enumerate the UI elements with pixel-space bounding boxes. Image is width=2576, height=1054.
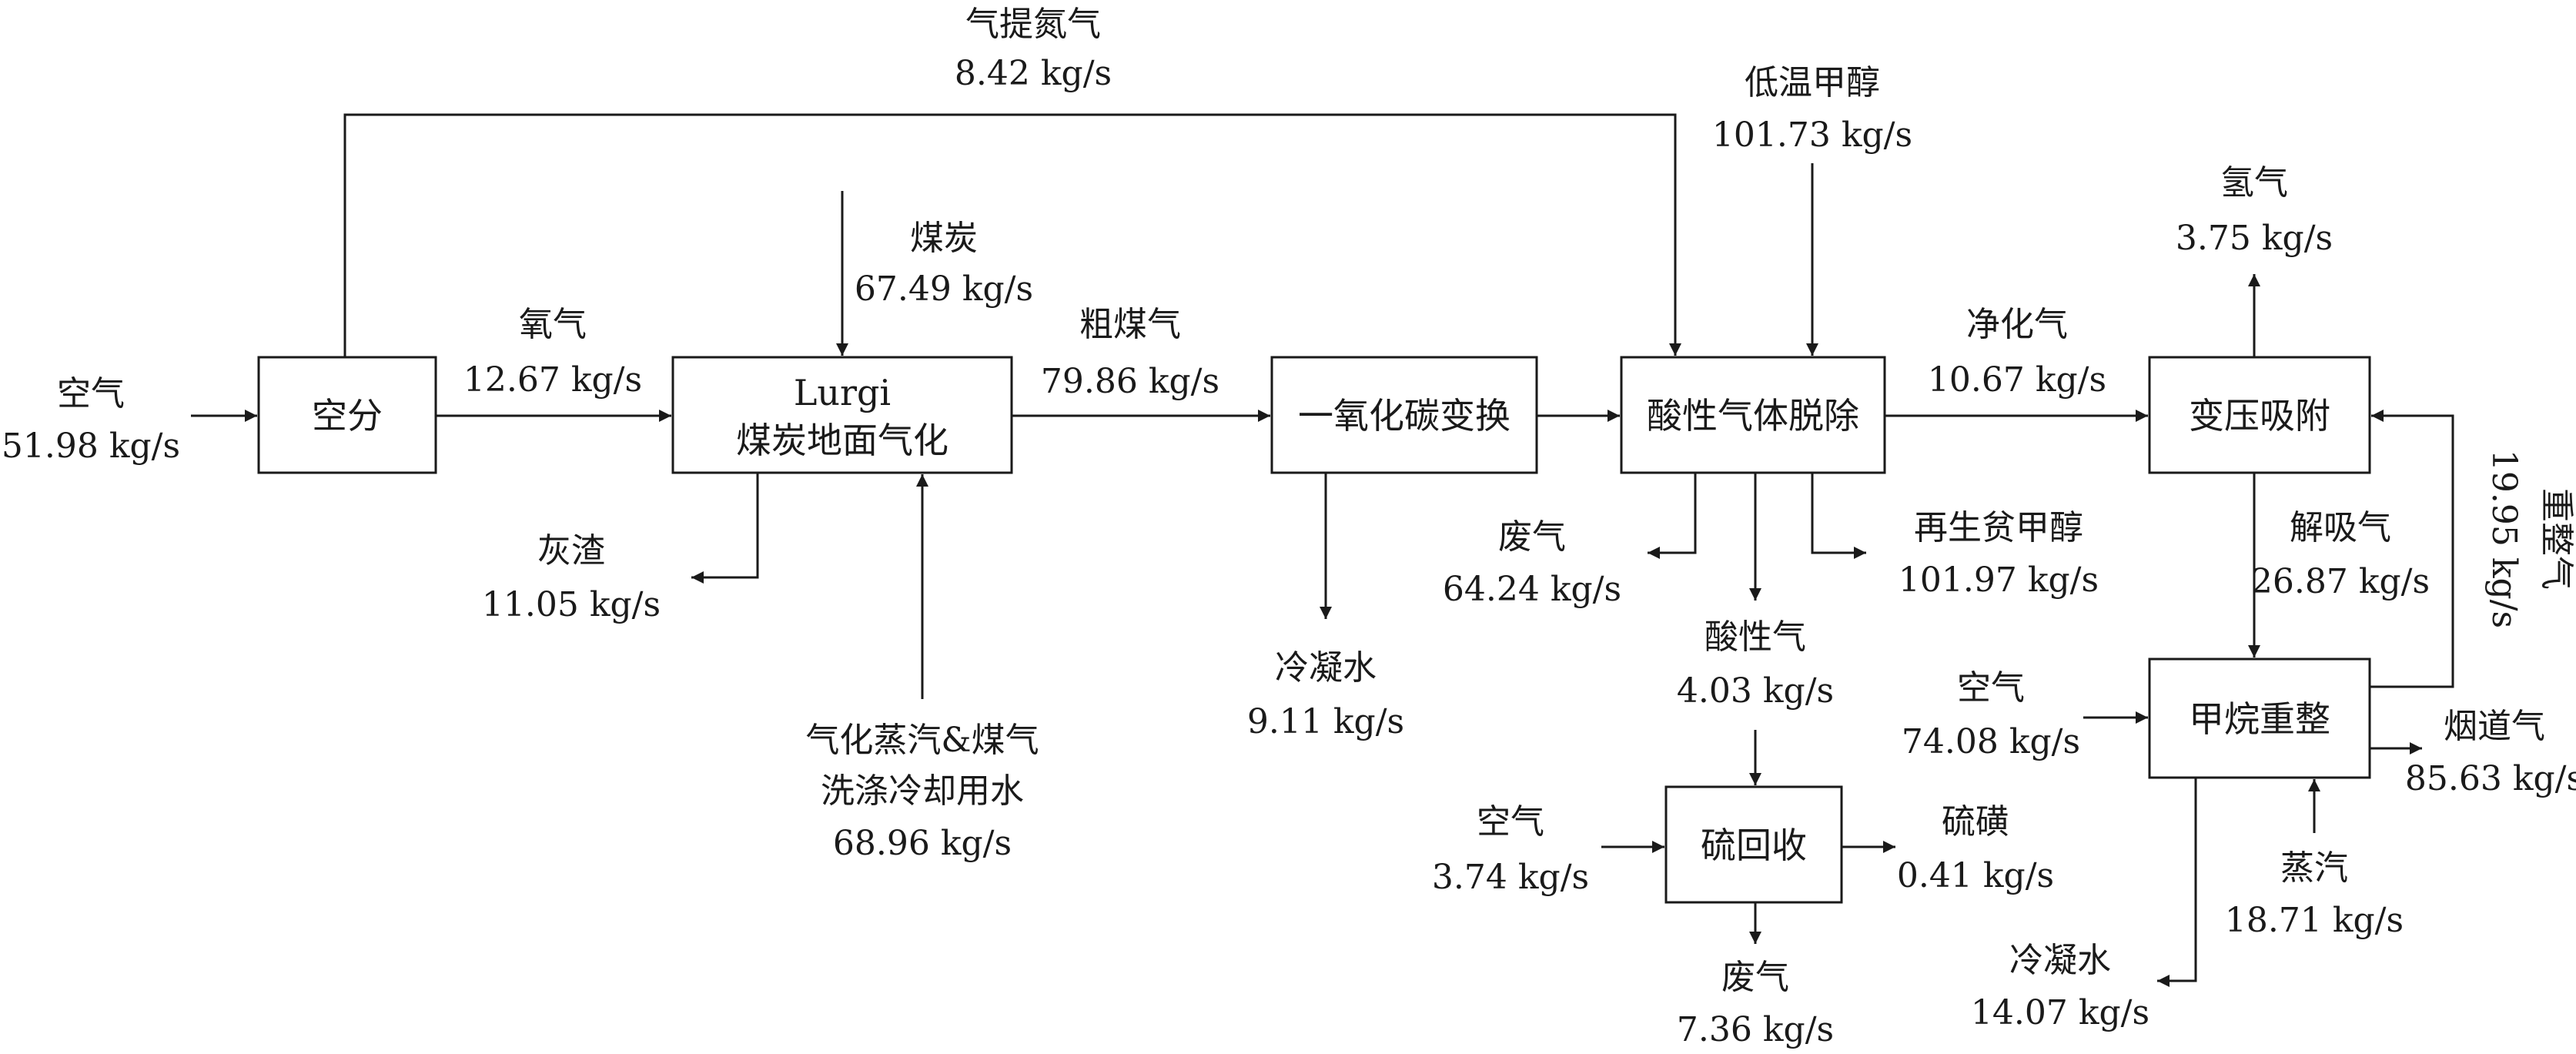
steam-water-value: 68.96 kg/s <box>833 824 1012 863</box>
air-in-value: 51.98 kg/s <box>2 427 180 466</box>
air-sulfur-value: 3.74 kg/s <box>1432 858 1589 897</box>
reformed-gas-name: 重整气 <box>2537 488 2576 590</box>
hydrogen-name: 氢气 <box>2220 163 2288 202</box>
waste-gas-1-name: 废气 <box>1498 517 1566 557</box>
flue-gas-name: 烟道气 <box>2444 707 2545 746</box>
air-reform-value: 74.08 kg/s <box>1902 722 2080 761</box>
regen-methanol-name: 再生贫甲醇 <box>1914 508 2083 547</box>
sulfur-name: 硫磺 <box>1942 802 2009 842</box>
box-methane-reforming: 甲烷重整 <box>2148 657 2371 779</box>
box-psa: 变压吸附 <box>2148 356 2371 474</box>
coal-value: 67.49 kg/s <box>855 269 1033 309</box>
co-shift-label: 一氧化碳变换 <box>1298 395 1510 437</box>
regen-methanol-value: 101.97 kg/s <box>1899 560 2099 600</box>
flow-lines <box>191 113 2454 987</box>
waste-gas-2-name: 废气 <box>1721 958 1789 997</box>
ash-value: 11.05 kg/s <box>482 585 661 624</box>
desorbed-gas-value: 26.87 kg/s <box>2251 562 2430 601</box>
sulfur-recovery-label: 硫回收 <box>1701 825 1807 866</box>
sulfur-value: 0.41 kg/s <box>1897 856 2054 895</box>
steam-value: 18.71 kg/s <box>2225 901 2404 940</box>
raw-gas-name: 粗煤气 <box>1079 305 1181 344</box>
flow-condensate-2 <box>2157 778 2197 987</box>
condensate-2-name: 冷凝水 <box>2009 941 2111 980</box>
condensate-1-name: 冷凝水 <box>1275 648 1377 688</box>
flow-ash <box>691 473 759 584</box>
ash-name: 灰渣 <box>537 531 605 570</box>
box-co-shift: 一氧化碳变换 <box>1270 356 1538 474</box>
waste-gas-2-value: 7.36 kg/s <box>1677 1010 1834 1049</box>
acid-gas-name: 酸性气 <box>1705 617 1806 657</box>
air-separation-label: 空分 <box>312 395 383 437</box>
waste-gas-1-value: 64.24 kg/s <box>1443 570 1621 609</box>
oxygen-value: 12.67 kg/s <box>463 360 642 400</box>
clean-gas-name: 净化气 <box>1966 305 2068 344</box>
box-sulfur-recovery: 硫回收 <box>1664 785 1843 904</box>
reformed-gas-value: 19.95 kg/s <box>2484 450 2524 628</box>
clean-gas-value: 10.67 kg/s <box>1928 360 2106 400</box>
stripping-n2-name: 气提氮气 <box>965 5 1101 44</box>
air-in-name: 空气 <box>57 374 125 413</box>
coal-name: 煤炭 <box>910 219 978 258</box>
steam-water-name-1: 气化蒸汽&煤气 <box>805 721 1039 760</box>
flow-waste-gas-1 <box>1648 473 1697 559</box>
condensate-1-value: 9.11 kg/s <box>1247 702 1404 741</box>
flow-regen-methanol <box>1811 473 1866 559</box>
flue-gas-value: 85.63 kg/s <box>2405 759 2576 798</box>
flow-reformed-gas <box>2370 410 2454 688</box>
methanol-in-value: 101.73 kg/s <box>1712 115 1912 155</box>
acid-gas-removal-label: 酸性气体脱除 <box>1647 395 1859 437</box>
flow-stripping-n2 <box>343 113 1681 357</box>
box-acid-gas-removal: 酸性气体脱除 <box>1620 356 1886 474</box>
air-sulfur-name: 空气 <box>1477 802 1544 842</box>
condensate-2-value: 14.07 kg/s <box>1971 993 2149 1032</box>
methanol-in-name: 低温甲醇 <box>1745 63 1880 102</box>
steam-water-name-2: 洗涤冷却用水 <box>821 771 1024 811</box>
raw-gas-value: 79.86 kg/s <box>1041 362 1219 401</box>
stream-labels: 空气 51.98 kg/s 气提氮气 8.42 kg/s 氧气 12.67 kg… <box>2 5 2576 1049</box>
gasifier-label-line2: 煤炭地面气化 <box>736 420 948 461</box>
reformed-gas-label: 重整气 19.95 kg/s <box>2484 450 2576 628</box>
psa-label: 变压吸附 <box>2189 395 2330 437</box>
gasifier-label-line1: Lurgi <box>794 372 891 413</box>
oxygen-name: 氧气 <box>519 305 587 344</box>
acid-gas-value: 4.03 kg/s <box>1677 671 1834 711</box>
box-air-separation: 空分 <box>257 356 437 474</box>
steam-name: 蒸汽 <box>2280 848 2348 888</box>
desorbed-gas-name: 解吸气 <box>2290 508 2391 547</box>
box-lurgi-gasifier: Lurgi 煤炭地面气化 <box>671 356 1013 474</box>
hydrogen-value: 3.75 kg/s <box>2176 219 2333 258</box>
methane-reforming-label: 甲烷重整 <box>2189 698 2330 740</box>
stripping-n2-value: 8.42 kg/s <box>955 54 1112 93</box>
air-reform-name: 空气 <box>1957 668 2025 708</box>
